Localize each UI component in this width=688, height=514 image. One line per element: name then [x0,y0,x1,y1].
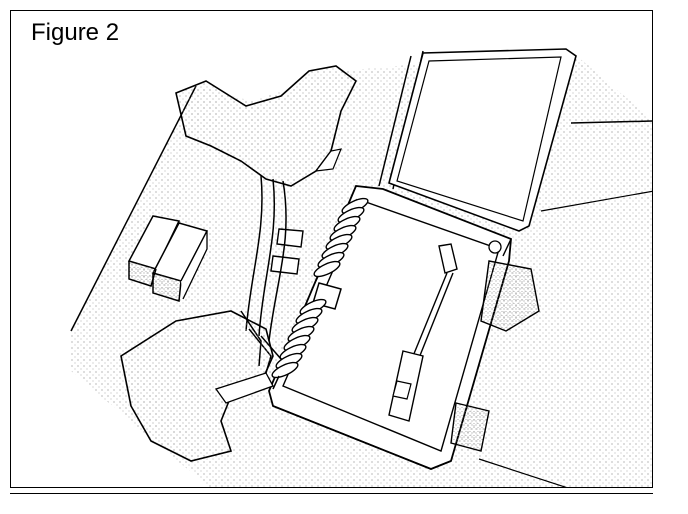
right-tabs [450,260,540,452]
lower-hand [120,310,274,462]
figure-frame: Figure 2 [10,10,653,488]
module-lid [388,48,577,232]
lower-spring [271,298,327,390]
left-connector-block [127,215,209,302]
small-connectors [270,228,304,275]
upper-spring [310,197,369,292]
figure-caption: Figure 2 [31,19,120,46]
bottom-rule [10,493,653,494]
illustration [70,48,652,487]
inner-fuse [388,243,458,422]
upper-hand [175,65,358,187]
